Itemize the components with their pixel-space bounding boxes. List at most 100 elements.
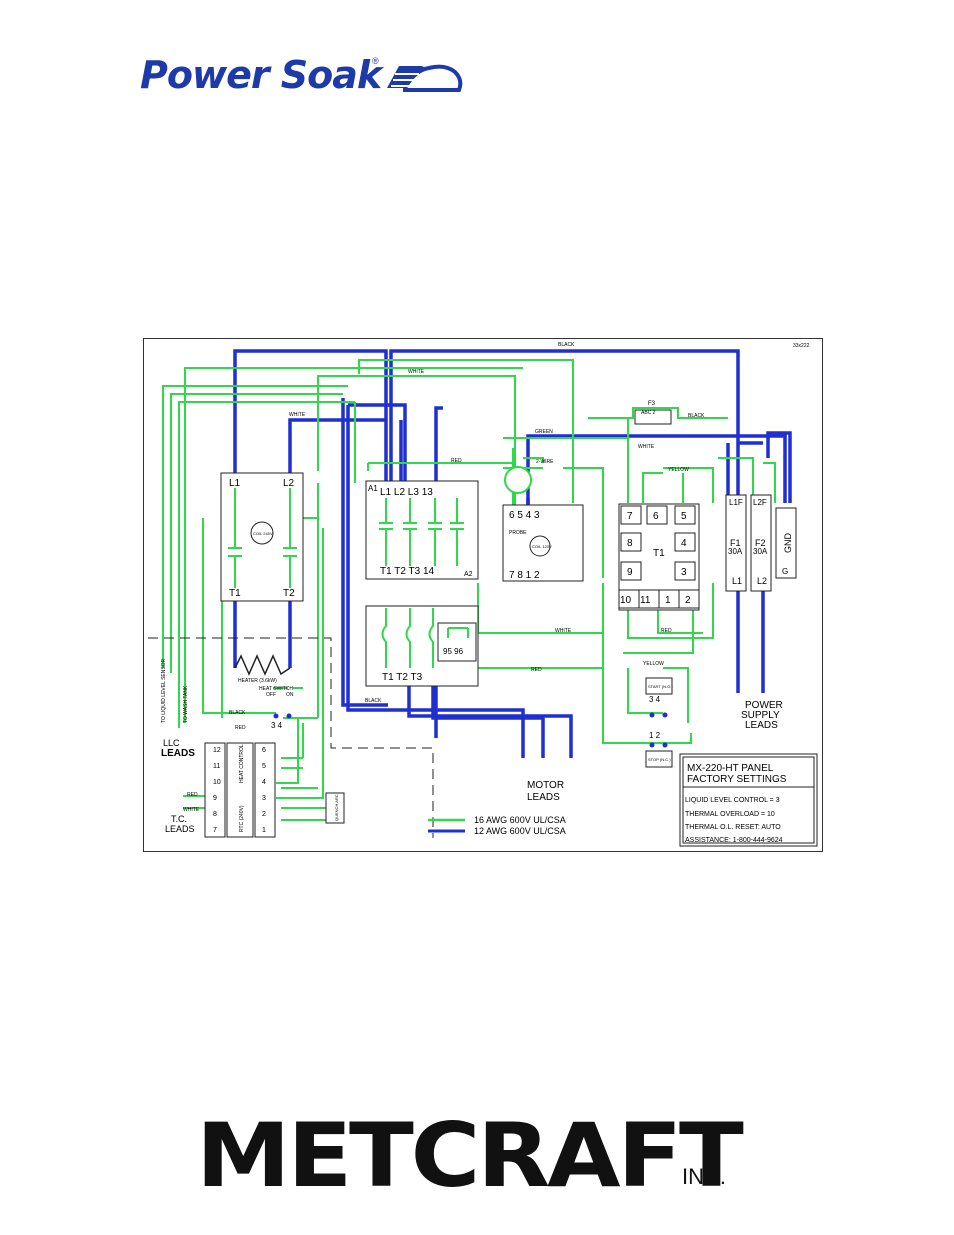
power-leads-line-1: POWER (745, 700, 783, 711)
svg-text:L1: L1 (732, 576, 742, 586)
svg-text:L1: L1 (229, 478, 241, 489)
tag-white-top: WHITE (408, 369, 425, 375)
gnd-label: GND (783, 533, 793, 554)
l2f-label: L2F (753, 498, 767, 507)
f2-label: F2 (755, 538, 766, 548)
coil-icon (250, 521, 274, 545)
svg-text:3: 3 (262, 795, 266, 802)
svg-text:6: 6 (653, 511, 659, 522)
heater-element: HEATER (3.6kW) HEAT SWITCH OFF ON 3 4 (234, 654, 294, 730)
title-line-1: LIQUID LEVEL CONTROL = 3 (685, 797, 780, 804)
svg-text:9: 9 (627, 567, 633, 578)
overload-relay: T1 T2 T3 95 96 (365, 605, 479, 687)
svg-text:2: 2 (262, 811, 266, 818)
f3-rating: ABC 2 (641, 410, 656, 416)
wiring-schematic: 33x222 (143, 338, 823, 852)
svg-text:10: 10 (620, 595, 632, 606)
coil-120-label: COIL 120V (532, 544, 552, 549)
svg-text:7: 7 (213, 827, 217, 834)
legend-16awg: 16 AWG 600V UL/CSA (474, 815, 566, 825)
rtc-label: RTC (240V) (239, 805, 245, 832)
llc-label: LLC (163, 738, 180, 748)
svg-text:7: 7 (627, 511, 633, 522)
svg-text:L2: L2 (757, 576, 767, 586)
coil-label: COIL 240V (253, 531, 273, 536)
svg-text:T2: T2 (283, 588, 295, 599)
two-wire-label: 2-WIRE (536, 459, 554, 465)
llc-leads-label: LEADS (161, 748, 195, 759)
power-leads-line-2: SUPPLY (741, 710, 780, 721)
wire-legend: 16 AWG 600V UL/CSA 12 AWG 600V UL/CSA (428, 815, 566, 836)
f3-label: F3 (648, 401, 656, 407)
heat-switch-label: HEAT SWITCH (259, 686, 293, 692)
brand-name: Power Soak (140, 53, 382, 97)
svg-text:L2: L2 (283, 478, 295, 489)
svg-text:A2: A2 (464, 571, 473, 578)
title-block: MX-220-HT PANEL FACTORY SETTINGS LIQUID … (679, 753, 818, 847)
svg-text:4: 4 (681, 538, 687, 549)
tag-red-top: RED (451, 458, 462, 464)
svg-text:9: 9 (213, 795, 217, 802)
quench-label: QUENCH ARC (334, 794, 339, 821)
off-label: OFF (266, 692, 276, 698)
tag-white-left: WHITE (289, 412, 306, 418)
tc-leads-label: LEADS (165, 824, 195, 834)
maker-suffix: INC. (682, 1164, 726, 1189)
tc-label: T.C. (171, 814, 187, 824)
svg-text:T1: T1 (229, 588, 241, 599)
title-line-2: THERMAL OVERLOAD = 10 (685, 811, 775, 818)
svg-text:11: 11 (640, 595, 651, 606)
f1-label: F1 (730, 538, 741, 548)
motor-leads-line-1: MOTOR (527, 780, 564, 791)
l1f-label: L1F (729, 498, 743, 507)
svg-text:8: 8 (213, 811, 217, 818)
f2-rating: 30A (753, 547, 768, 556)
probe-label: PROBE (509, 530, 527, 536)
start-stop-switches: START (N.O.) 3 4 1 2 STOP (N.C.) (645, 677, 673, 768)
legend-12awg: 12 AWG 600V UL/CSA (474, 826, 566, 836)
title-line-3: THERMAL O.L. RESET: AUTO (685, 824, 781, 831)
tag-red-mid: RED (531, 667, 542, 673)
tag-yellow-low: YELLOW (643, 661, 664, 667)
heater-label: HEATER (3.6kW) (238, 678, 277, 684)
on-label: ON (286, 692, 294, 698)
motor-contactor: A1 L1 L2 L3 13 T1 T2 T3 14 A2 (365, 480, 479, 580)
svg-text:12: 12 (213, 747, 221, 754)
svg-text:95 96: 95 96 (443, 647, 464, 656)
heat-control-label: HEAT CONTROL (239, 744, 245, 783)
tag-black-low: BLACK (365, 698, 382, 704)
svg-text:8: 8 (627, 538, 633, 549)
svg-text:1 2: 1 2 (649, 731, 661, 740)
drawing-number: 33x222 (793, 343, 810, 349)
blue-wires (233, 349, 792, 758)
wire-color-tags: BLACK WHITE WHITE GREEN WHITE BLACK YELL… (183, 342, 705, 813)
title-block-subtitle: FACTORY SETTINGS (687, 774, 787, 785)
f1-rating: 30A (728, 547, 743, 556)
tag-white-low: WHITE (555, 628, 572, 634)
svg-text:T1: T1 (653, 548, 665, 559)
stop-label: STOP (N.C.) (648, 757, 671, 762)
tag-black-llc: BLACK (229, 710, 246, 716)
svg-text:6: 6 (262, 747, 266, 754)
power-soak-logo: Power Soak ® (140, 52, 470, 102)
tag-white-mid: WHITE (638, 444, 655, 450)
tag-red-tc: RED (187, 792, 198, 798)
svg-text:1: 1 (262, 827, 266, 834)
svg-text:7 8 1 2: 7 8 1 2 (509, 570, 540, 581)
svg-text:2: 2 (685, 595, 691, 606)
tag-red-llc: RED (235, 725, 246, 731)
maker-name: METCRAFT (196, 1104, 744, 1207)
tag-green: GREEN (535, 429, 553, 435)
start-label: START (N.O.) (648, 684, 673, 689)
tag-black-fuse: BLACK (688, 413, 705, 419)
svg-text:6 5 4 3: 6 5 4 3 (509, 510, 540, 521)
registered-mark: ® (372, 56, 379, 66)
tag-black-top: BLACK (558, 342, 575, 348)
svg-text:L1 L2 L3 13: L1 L2 L3 13 (380, 487, 433, 498)
title-line-4: ASSISTANCE: 1-800-444-9624 (685, 837, 783, 844)
svg-text:5: 5 (681, 511, 687, 522)
svg-text:11: 11 (213, 763, 220, 770)
to-sensor-label: TO LIQUID LEVEL SENSOR (161, 658, 167, 723)
